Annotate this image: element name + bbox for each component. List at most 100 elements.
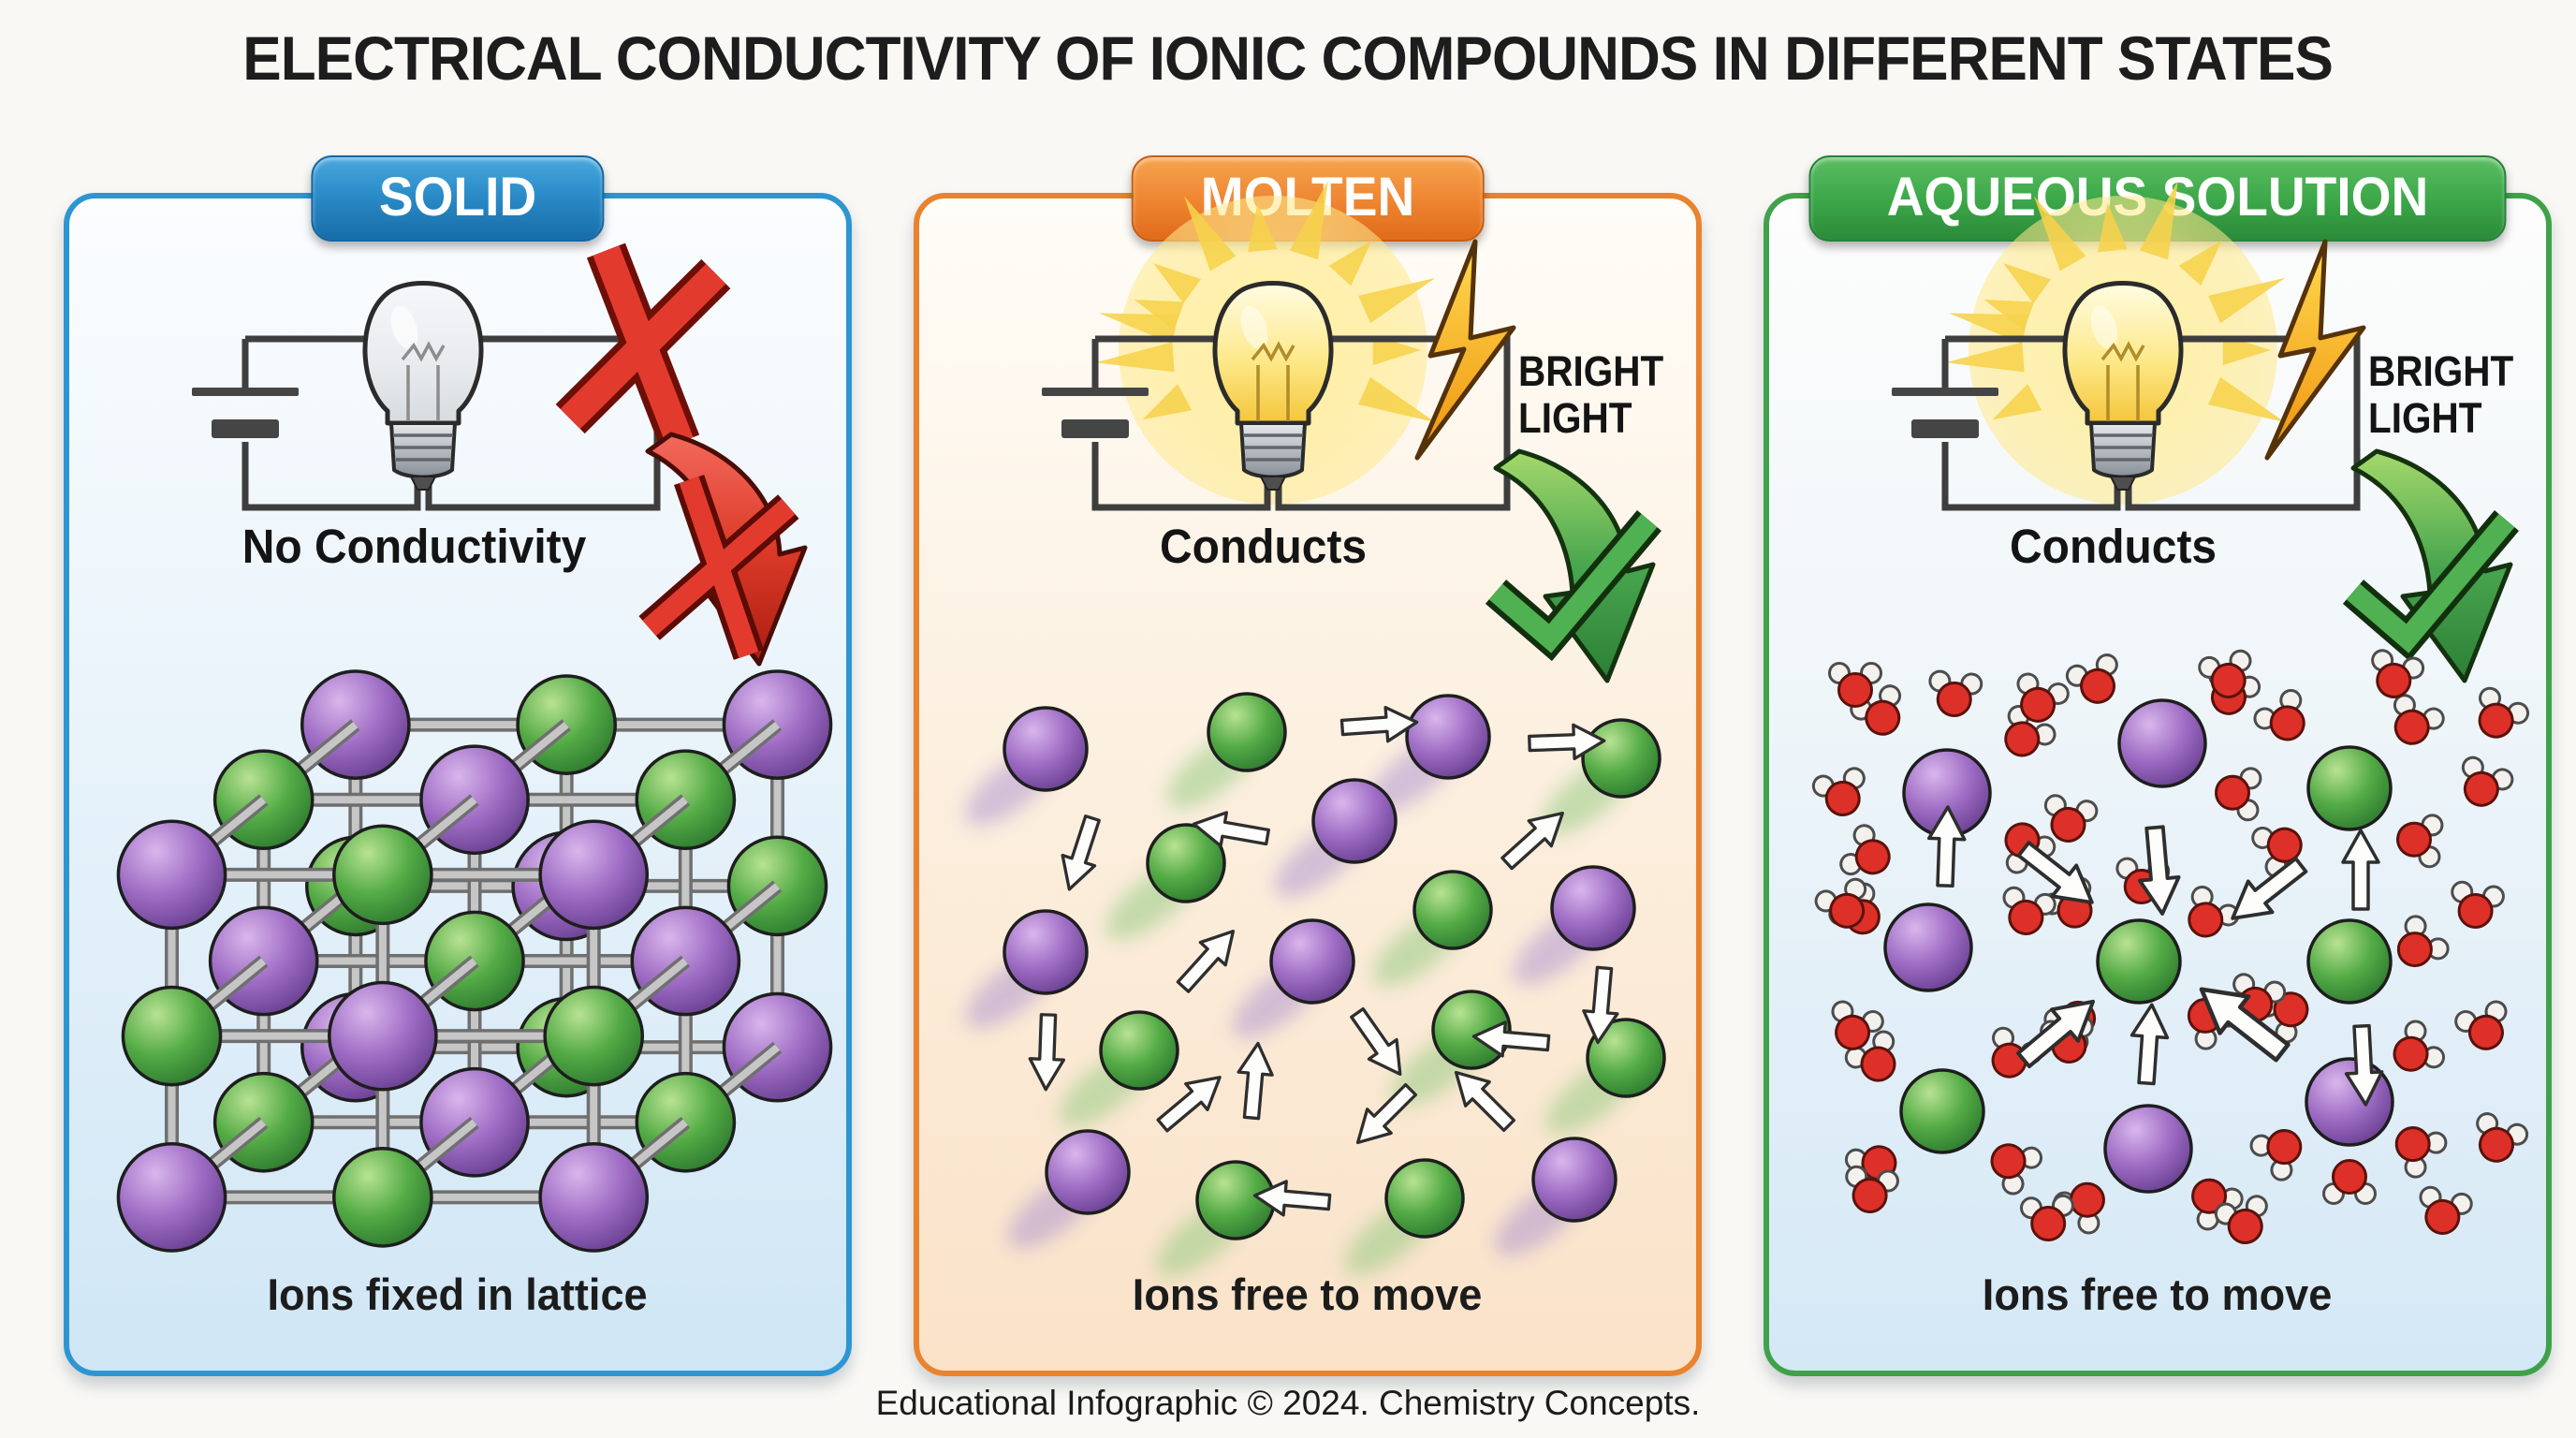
oxygen-atom [2396, 821, 2433, 858]
oxygen-atom [2467, 1014, 2504, 1050]
anion-sphere [121, 985, 223, 1087]
bulb-screw-base [389, 421, 457, 479]
motion-arrow-icon [1237, 1041, 1274, 1121]
light-ray [2003, 263, 2051, 304]
anion-sphere [332, 824, 433, 926]
cation-sphere [116, 1142, 227, 1253]
water-molecule [2322, 1159, 2377, 1205]
curved-arrow [1493, 448, 1656, 683]
battery-long-plate [1892, 388, 1998, 396]
panel-molten: MOLTEN BRIGHT LIGHT Conducts Ions free t… [914, 155, 1702, 1376]
cation-sphere [2117, 698, 2207, 788]
oxygen-atom [1860, 1046, 1896, 1082]
water-molecule [2394, 1126, 2448, 1179]
motion-arrow-icon [1176, 930, 1236, 993]
no-flow-arrow-icon [638, 432, 808, 667]
cation-sphere [538, 1142, 650, 1253]
water-molecule [2396, 814, 2444, 869]
water-molecule [1928, 669, 1983, 717]
oxygen-atom [1829, 892, 1866, 929]
water-molecule [1845, 1165, 1899, 1213]
motion-arrow-icon [1582, 965, 1619, 1045]
cation-sphere [328, 980, 438, 1092]
oxygen-atom [2394, 1126, 2431, 1163]
light-ray [1289, 181, 1328, 260]
anion-sphere [1581, 718, 1661, 799]
conductivity-result-label: Conducts [2010, 520, 2217, 573]
cation-sphere [1045, 1129, 1131, 1215]
cation-sphere [1269, 918, 1355, 1005]
motion-arrow-icon [1454, 1070, 1516, 1133]
battery-long-plate [1042, 388, 1149, 396]
flow-check-arrow-icon [2342, 448, 2520, 683]
oxygen-atom [1852, 1177, 1888, 1213]
anion-sphere [2096, 918, 2182, 1005]
motion-arrow-icon [2231, 857, 2308, 920]
water-molecule [2451, 880, 2505, 929]
light-ray [1992, 384, 2042, 420]
circuit-diagram-lit-bulb [1042, 181, 1516, 511]
water-molecule [2198, 649, 2252, 698]
water-molecule [2043, 794, 2099, 843]
bulb-screw-base [1239, 421, 1307, 479]
cation-sphere [1405, 694, 1491, 780]
light-ray [2222, 335, 2271, 365]
anion-sphere [2306, 745, 2393, 831]
oxygen-atom [2004, 721, 2041, 757]
water-molecule [1839, 824, 1891, 876]
water-molecule [2393, 1020, 2446, 1072]
oxygen-atom [2478, 1126, 2514, 1163]
motion-arrow-icon [1156, 1076, 1222, 1133]
motion-arrow-icon [2199, 987, 2291, 1063]
light-ray [1248, 202, 1278, 253]
motion-arrow-icon [2130, 1003, 2170, 1086]
light-ray [1184, 196, 1237, 271]
oxygen-atom [2080, 668, 2116, 704]
oxygen-atom [2210, 662, 2247, 698]
light-ray [1372, 335, 1421, 365]
oxygen-atom [2457, 892, 2494, 929]
panel-solid-header-label: SOLID [378, 167, 537, 227]
light-ray [1095, 342, 1175, 373]
flow-check-arrow-icon [1485, 448, 1662, 683]
panel-caption: Ions free to move [1983, 1269, 2333, 1319]
water-molecule [2251, 826, 2303, 878]
light-ray [1142, 384, 1193, 420]
water-molecule [2065, 653, 2118, 704]
motion-arrow-icon [1339, 706, 1419, 743]
cation-sphere [1003, 909, 1089, 995]
light-ray [1358, 277, 1436, 324]
circuit-graphic [192, 335, 661, 511]
oxygen-atom [2478, 702, 2514, 739]
bright-light-badge: BRIGHT LIGHT [2368, 347, 2514, 443]
light-ray [1153, 263, 1201, 304]
oxygen-atom [2269, 705, 2305, 741]
motion-arrow-icon [1927, 805, 1967, 888]
oxygen-atom [2424, 1198, 2461, 1235]
filament [2100, 341, 2145, 423]
water-molecule [1990, 1143, 2043, 1196]
anion-sphere [1207, 692, 1287, 772]
wire [1091, 335, 1511, 511]
motion-arrow-icon [2138, 825, 2181, 916]
water-molecule [1831, 1000, 1884, 1050]
water-molecule [2396, 915, 2450, 968]
light-ray [1328, 240, 1372, 286]
water-molecule [2419, 1185, 2473, 1235]
panel-aqueous: AQUEOUS SOLUTION BRIGHT LIGHT Conducts I… [1764, 155, 2552, 1376]
oxygen-atom [2050, 806, 2086, 843]
molten-ions-illustration [965, 692, 1666, 1277]
light-ray [2178, 240, 2222, 286]
light-bulb-on-icon [1212, 281, 1334, 491]
aqueous-ions-illustration [1811, 649, 2530, 1244]
water-molecule [2454, 1000, 2508, 1050]
panel-caption: Ions free to move [1133, 1269, 1483, 1319]
circuit-diagram-lit-bulb [1892, 181, 2366, 511]
battery-short-plate [1061, 419, 1129, 438]
oxygen-atom [2332, 1159, 2367, 1195]
conductivity-result-label: Conducts [1160, 520, 1368, 573]
curved-arrow [2350, 448, 2513, 683]
anion-sphere [332, 1147, 433, 1248]
oxygen-atom [2069, 1181, 2105, 1218]
oxygen-atom [1865, 699, 1901, 736]
